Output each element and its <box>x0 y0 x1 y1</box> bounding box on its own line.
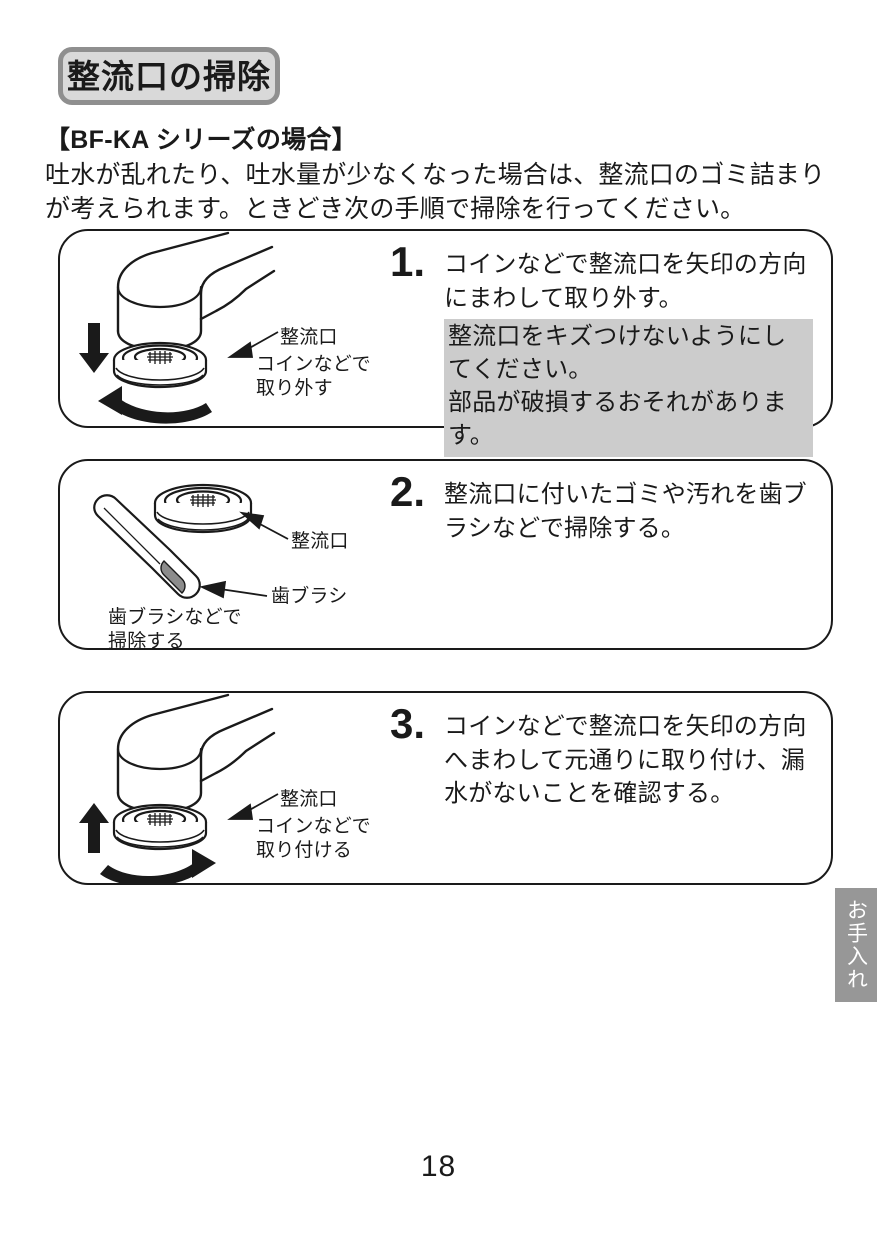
step-text-3: 3. コインなどで整流口を矢印の方向へまわして元通りに取り付け、漏水がないことを… <box>390 693 817 883</box>
figure-step-2: 整流口 歯ブラシ 歯ブラシなどで 掃除する <box>60 461 390 652</box>
label-action-2: 歯ブラシなどで 掃除する <box>108 607 242 652</box>
warning-line-1b: 部品が破損するおそれがあります。 <box>448 388 787 449</box>
section-side-tab: お手入れ <box>835 888 877 1002</box>
step-body-2: 整流口に付いたゴミや汚れを歯ブラシなどで掃除する。 <box>444 478 813 545</box>
label-brush-2: 歯ブラシ <box>271 586 348 607</box>
aerator-part <box>112 803 208 851</box>
step-instruction-1: コインなどで整流口を矢印の方向にまわして取り外す。 <box>444 251 807 312</box>
step-instruction-2: 整流口に付いたゴミや汚れを歯ブラシなどで掃除する。 <box>444 481 807 542</box>
aerator-mesh <box>190 494 216 507</box>
step-body-1: コインなどで整流口を矢印の方向にまわして取り外す。 整流口をキズつけないようにし… <box>444 248 813 457</box>
label-aerator-2: 整流口 <box>291 531 349 552</box>
intro-heading: 【BF-KA シリーズの場合】 <box>45 126 358 154</box>
aerator-leader-line <box>227 793 279 820</box>
warning-line-1a: 整流口をキズつけないようにしてください。 <box>448 323 787 384</box>
label-aerator-1: 整流口 <box>280 327 338 348</box>
faucet-reinstall-illustration <box>79 693 279 883</box>
aerator-part <box>112 341 208 389</box>
step-number-2: 2. <box>390 468 426 515</box>
figure-step-1: 整流口 コインなどで 取り外す <box>60 231 390 426</box>
step-box-2: 整流口 歯ブラシ 歯ブラシなどで 掃除する 2. 整流口に付いたゴミや汚れを歯ブ… <box>58 459 833 652</box>
step-number-1: 1. <box>390 238 426 285</box>
page-number: 18 <box>420 1150 457 1183</box>
warning-box-1: 整流口をキズつけないようにしてください。 部品が破損するおそれがあります。 <box>444 319 813 457</box>
rotate-ccw-arrow-icon <box>98 386 212 424</box>
step-box-1: 整流口 コインなどで 取り外す 1. コインなどで整流口を矢印の方向にまわして取… <box>58 229 833 457</box>
down-arrow-icon <box>79 323 109 373</box>
page-title-badge: 整流口の掃除 <box>58 47 280 105</box>
toothbrush-bristles <box>160 560 186 594</box>
step-instruction-3: コインなどで整流口を矢印の方向へまわして元通りに取り付け、漏水がないことを確認す… <box>444 713 807 808</box>
intro-block: 【BF-KA シリーズの場合】 吐水が乱れたり、吐水量が少なくなった場合は、整流… <box>45 124 845 226</box>
page-title: 整流口の掃除 <box>67 57 271 95</box>
aerator-leader-line <box>227 331 279 358</box>
step-box-3: 整流口 コインなどで 取り付ける 3. コインなどで整流口を矢印の方向へまわして… <box>58 691 833 885</box>
step-text-1: 1. コインなどで整流口を矢印の方向にまわして取り外す。 整流口をキズつけないよ… <box>390 231 817 457</box>
label-aerator-3: 整流口 <box>280 789 338 810</box>
rotate-cw-arrow-icon <box>100 849 216 883</box>
toothbrush-leader-line <box>199 580 268 599</box>
faucet-removal-illustration <box>79 231 279 424</box>
aerator-mesh <box>147 813 173 826</box>
up-arrow-icon <box>79 803 109 853</box>
intro-body: 吐水が乱れたり、吐水量が少なくなった場合は、整流口のゴミ詰まりが考えられます。と… <box>45 161 826 223</box>
side-tab-label: お手入れ <box>844 899 868 991</box>
label-action-3: コインなどで 取り付ける <box>256 816 371 861</box>
toothbrush-cleaning-illustration <box>93 483 289 599</box>
aerator-mesh <box>147 351 173 364</box>
step-number-3: 3. <box>390 700 426 747</box>
step-body-3: コインなどで整流口を矢印の方向へまわして元通りに取り付け、漏水がないことを確認す… <box>444 710 813 811</box>
label-action-1: コインなどで 取り外す <box>256 354 371 399</box>
aerator-leader-line <box>239 511 289 540</box>
step-text-2: 2. 整流口に付いたゴミや汚れを歯ブラシなどで掃除する。 <box>390 461 817 648</box>
figure-step-3: 整流口 コインなどで 取り付ける <box>60 693 390 883</box>
aerator-part <box>153 483 253 534</box>
